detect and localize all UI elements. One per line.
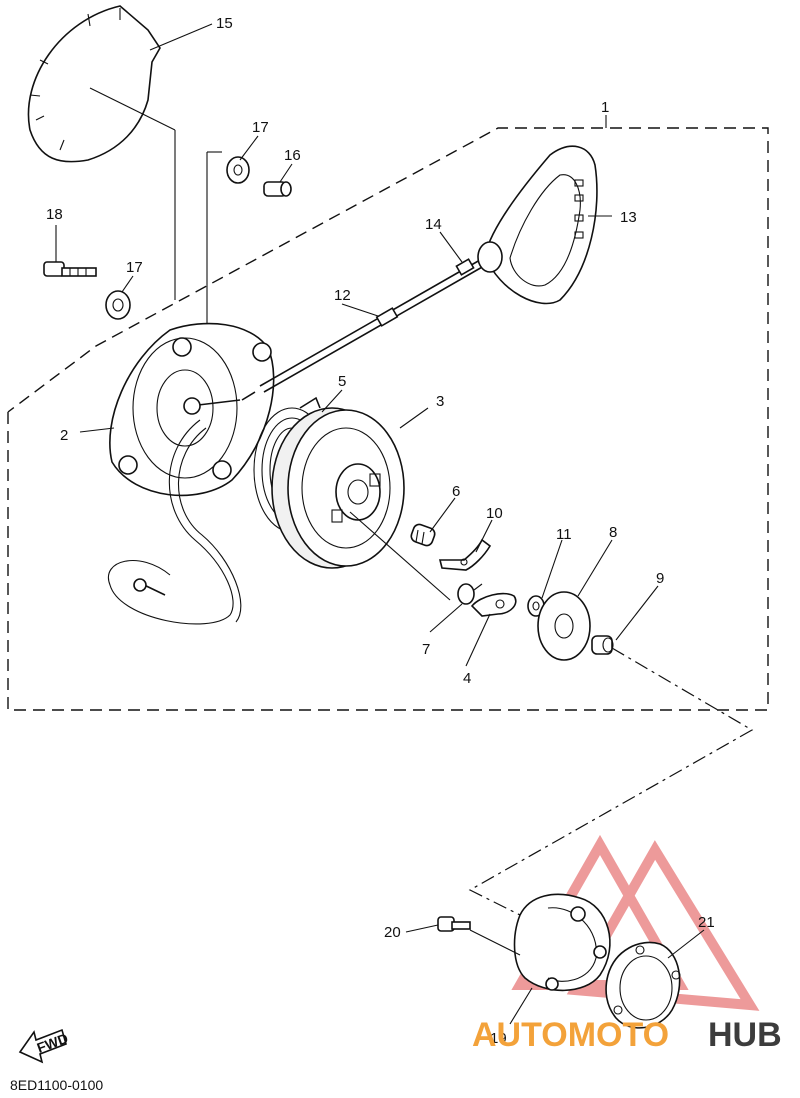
callout-21: 21	[698, 914, 715, 931]
callout-16: 16	[284, 147, 301, 164]
leader-lines	[55, 23, 705, 1025]
callout-6: 6	[452, 483, 460, 500]
part-20-bolt	[437, 916, 521, 956]
callout-14: 14	[425, 216, 442, 233]
watermark-word-dark: HUB	[708, 1016, 782, 1054]
callout-4: 4	[463, 670, 471, 687]
callout-18: 18	[46, 206, 63, 223]
callout-15: 15	[216, 15, 233, 32]
callout-11: 11	[556, 526, 572, 543]
callout-19: 19	[490, 1030, 507, 1047]
part-16-grommet	[263, 181, 292, 197]
fwd-arrow: FWD	[18, 1028, 70, 1064]
assembly-boundary	[7, 115, 769, 711]
callout-7: 7	[422, 641, 430, 658]
callout-13: 13	[620, 209, 637, 226]
callout-20: 20	[384, 924, 401, 941]
part-9-nut	[591, 635, 614, 655]
part-2-starter-case	[107, 322, 275, 625]
drawing-code: 8ED1100-0100	[10, 1077, 103, 1093]
part-7-spring-clip	[457, 583, 483, 605]
part-18-bolt	[43, 261, 97, 277]
callout-17: 17	[126, 259, 143, 276]
callout-8: 8	[609, 524, 617, 541]
callout-2: 2	[60, 427, 68, 444]
callout-9: 9	[656, 570, 664, 587]
part-6-spring-small	[410, 523, 436, 547]
callout-5: 5	[338, 373, 346, 390]
part-19-starter-cup	[513, 893, 611, 992]
part-8-drive-plate	[537, 591, 591, 661]
part-15-label	[27, 5, 176, 300]
fwd-label: FWD	[35, 1030, 70, 1056]
callout-17: 17	[252, 119, 269, 136]
callout-10: 10	[486, 505, 503, 522]
part-4-pawl-plate	[470, 592, 517, 617]
part-21-gasket	[605, 941, 681, 1029]
callout-12: 12	[334, 287, 351, 304]
callout-1: 1	[601, 99, 609, 116]
callout-3: 3	[436, 393, 444, 410]
part-3-pulley	[271, 407, 451, 601]
part-10-pawl	[438, 538, 492, 571]
part-17-collar-left	[105, 290, 131, 320]
part-17-collar-top	[226, 156, 250, 184]
part-12-cable	[259, 258, 485, 393]
watermark-wordmark: AUTOMOTO HUB	[472, 1016, 782, 1054]
watermark-word-orange: AUTOMOTO	[472, 1016, 669, 1054]
part-13-handle	[477, 145, 598, 305]
